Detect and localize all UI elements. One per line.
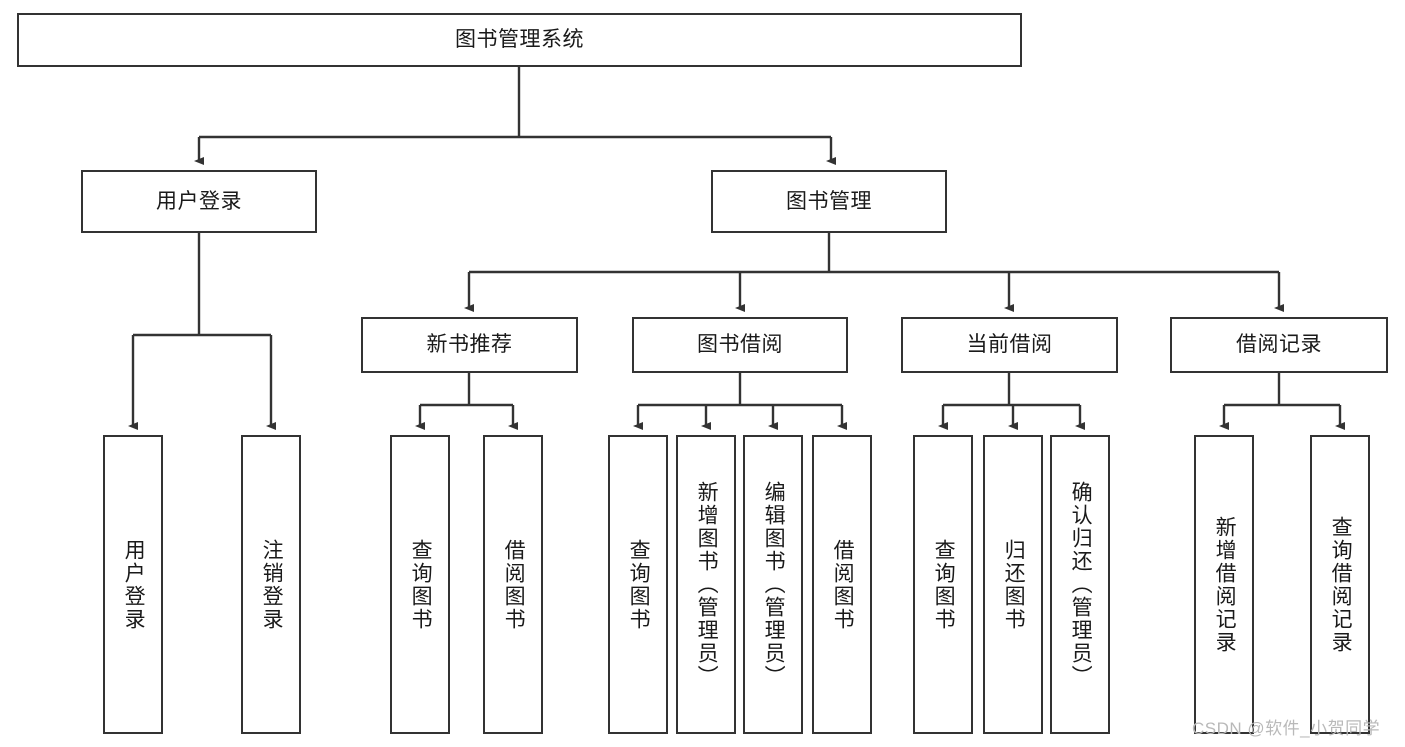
node-leaf-query-book-new-label: 查询图书 — [409, 538, 433, 631]
node-new-book-recommend[interactable]: 新书推荐 — [361, 317, 578, 373]
node-leaf-add-book-admin-label: 新增图书（管理员） — [695, 481, 719, 688]
node-leaf-edit-book-admin-label: 编辑图书（管理员） — [762, 481, 786, 688]
node-book-borrow-label: 图书借阅 — [697, 333, 783, 357]
node-leaf-user-login-label: 用户登录 — [122, 538, 146, 631]
node-leaf-logout[interactable]: 注销登录 — [241, 435, 301, 734]
node-leaf-borrow-book-new[interactable]: 借阅图书 — [483, 435, 543, 734]
watermark: CSDN @软件_小贺同学 — [1192, 719, 1381, 738]
node-leaf-query-borrow-record[interactable]: 查询借阅记录 — [1310, 435, 1370, 734]
node-leaf-confirm-return[interactable]: 确认归还（管理员） — [1050, 435, 1110, 734]
node-leaf-logout-label: 注销登录 — [260, 538, 284, 631]
node-leaf-query-book-borrow[interactable]: 查询图书 — [608, 435, 668, 734]
node-leaf-borrow-book-label: 借阅图书 — [831, 538, 855, 631]
node-current-borrow[interactable]: 当前借阅 — [901, 317, 1118, 373]
node-leaf-return-book-label: 归还图书 — [1002, 538, 1026, 631]
node-leaf-query-book-current[interactable]: 查询图书 — [913, 435, 973, 734]
node-leaf-borrow-book-new-label: 借阅图书 — [502, 538, 526, 631]
node-leaf-query-borrow-record-label: 查询借阅记录 — [1329, 515, 1353, 654]
node-leaf-confirm-return-label: 确认归还（管理员） — [1069, 481, 1093, 688]
node-current-borrow-label: 当前借阅 — [966, 333, 1053, 357]
node-leaf-add-book-admin[interactable]: 新增图书（管理员） — [676, 435, 736, 734]
node-leaf-user-login[interactable]: 用户登录 — [103, 435, 163, 734]
node-root-label: 图书管理系统 — [455, 28, 584, 52]
node-leaf-borrow-book[interactable]: 借阅图书 — [812, 435, 872, 734]
node-leaf-query-book-current-label: 查询图书 — [932, 538, 956, 631]
node-leaf-query-book-new[interactable]: 查询图书 — [390, 435, 450, 734]
node-leaf-return-book[interactable]: 归还图书 — [983, 435, 1043, 734]
node-leaf-query-book-borrow-label: 查询图书 — [627, 538, 651, 631]
node-book-borrow[interactable]: 图书借阅 — [632, 317, 848, 373]
node-new-book-recommend-label: 新书推荐 — [426, 333, 513, 357]
node-book-management-label: 图书管理 — [786, 189, 872, 213]
node-user-login-label: 用户登录 — [156, 189, 242, 213]
node-borrow-record-label: 借阅记录 — [1236, 333, 1322, 357]
node-borrow-record[interactable]: 借阅记录 — [1170, 317, 1388, 373]
node-root[interactable]: 图书管理系统 — [17, 13, 1022, 67]
node-user-login[interactable]: 用户登录 — [81, 170, 317, 233]
node-leaf-add-borrow-record[interactable]: 新增借阅记录 — [1194, 435, 1254, 734]
node-leaf-edit-book-admin[interactable]: 编辑图书（管理员） — [743, 435, 803, 734]
node-leaf-add-borrow-record-label: 新增借阅记录 — [1213, 515, 1237, 654]
node-book-management[interactable]: 图书管理 — [711, 170, 947, 233]
